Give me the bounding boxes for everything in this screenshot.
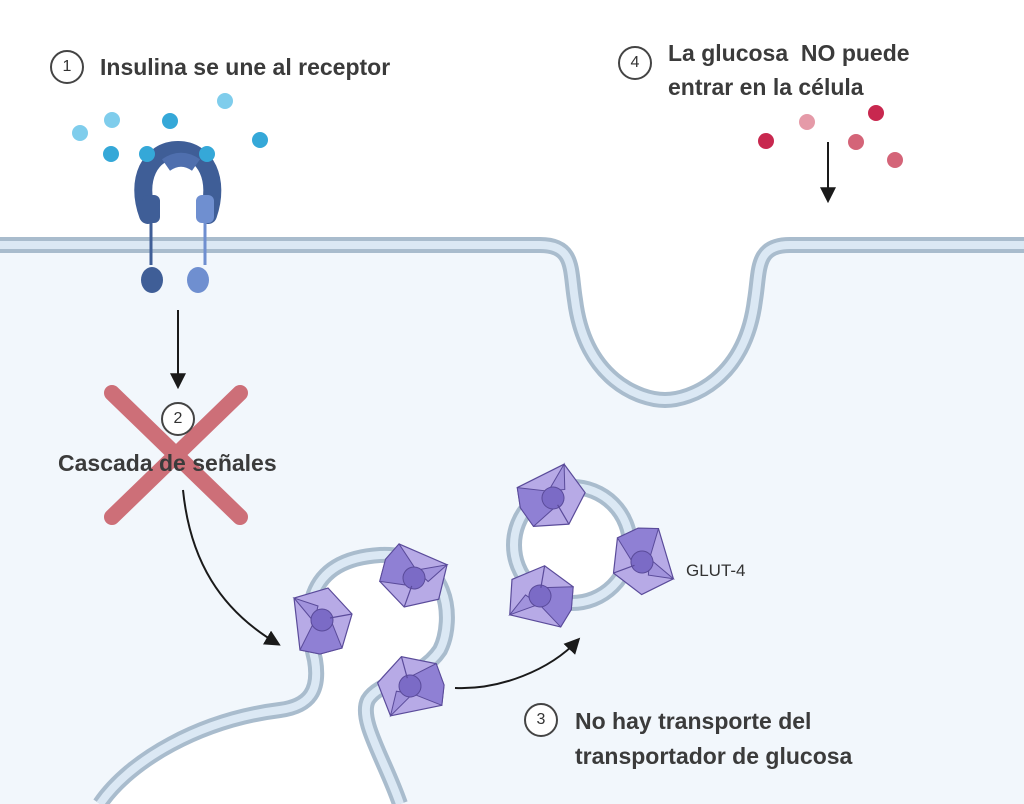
step-3-label-line1: No hay transporte del <box>575 708 812 734</box>
step-4-number: 4 <box>618 46 652 80</box>
glucose-molecules <box>758 105 903 168</box>
arrows <box>170 142 836 690</box>
step-1-number: 1 <box>50 50 84 84</box>
blocked-cross <box>104 385 248 525</box>
insulin-molecules <box>72 93 268 162</box>
step-2-number: 2 <box>161 402 195 436</box>
endosome-compartment <box>93 546 455 804</box>
step-3-number: 3 <box>524 703 558 737</box>
glut4-label: GLUT-4 <box>686 561 746 580</box>
step-1-label: Insulina se une al receptor <box>100 54 391 80</box>
step-3-label-line2: transportador de glucosa <box>575 743 853 769</box>
insulin-receptor <box>134 140 222 293</box>
transport-arrow <box>454 637 581 690</box>
step-4-label-line2: entrar en la célula <box>668 74 864 100</box>
step-4-label-line1: La glucosa NO puede <box>668 40 910 66</box>
step-2-label: Cascada de señales <box>58 450 277 476</box>
cascade-arrow <box>182 489 281 646</box>
